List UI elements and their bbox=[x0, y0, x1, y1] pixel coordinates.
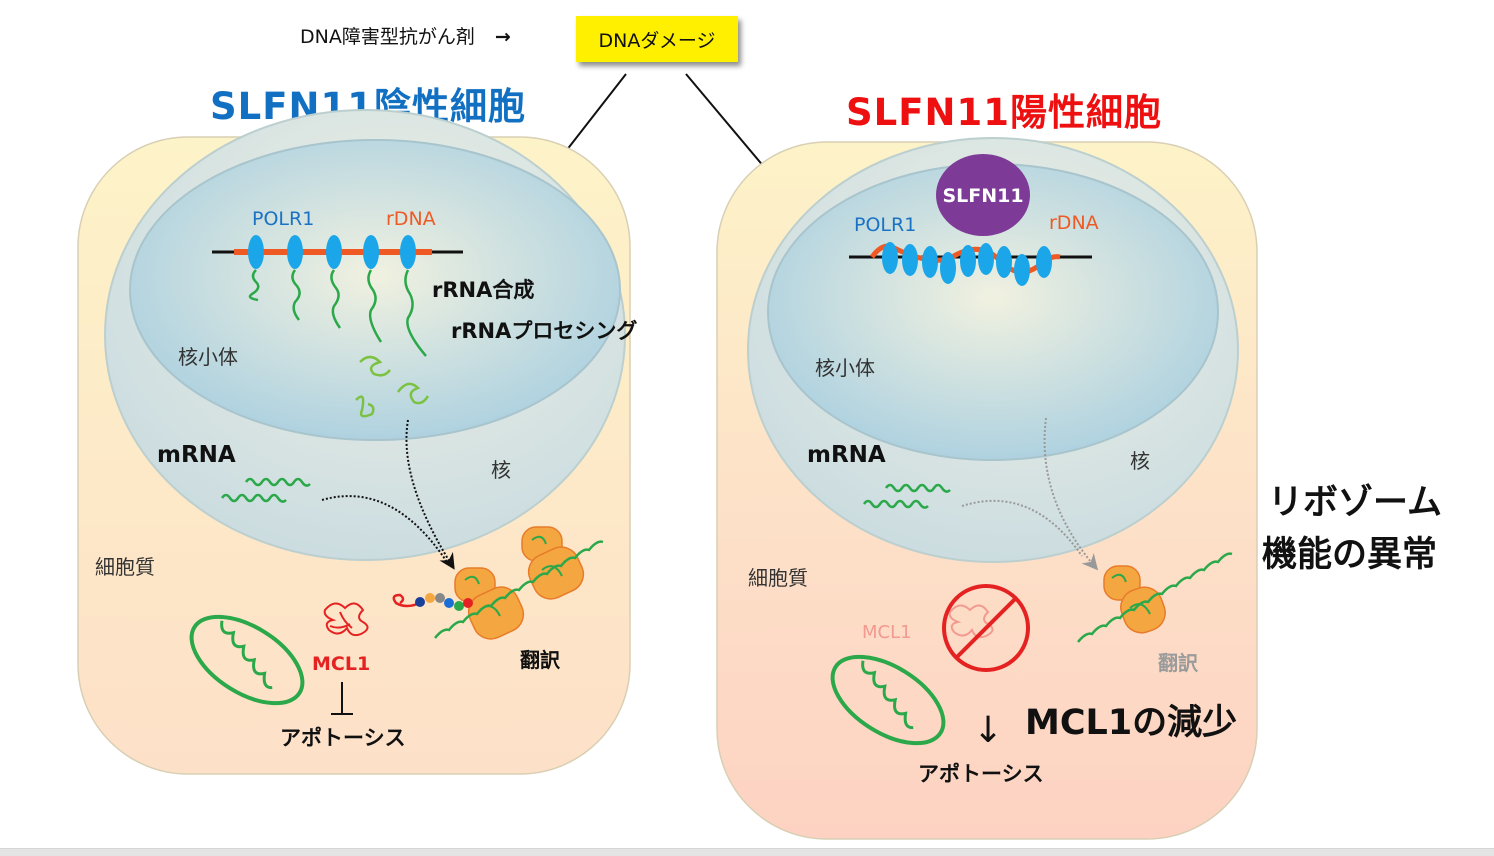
polymerase-icon bbox=[902, 244, 918, 276]
nucleus-label: 核 bbox=[1130, 449, 1150, 473]
amino-acid bbox=[415, 597, 425, 607]
polymerase-icon bbox=[882, 242, 898, 274]
rrna-strand bbox=[248, 269, 260, 302]
right-arrow-icon: → bbox=[494, 26, 511, 48]
mcl1-label: MCL1 bbox=[312, 653, 370, 675]
faded-mcl1-protein bbox=[948, 604, 994, 639]
cytoplasm-label: 細胞質 bbox=[748, 566, 808, 590]
rrna-strand bbox=[291, 269, 301, 321]
mrna-label: mRNA bbox=[157, 442, 236, 468]
ribosome-note-line2: 機能の異常 bbox=[1262, 535, 1438, 575]
mitochondrion-icon bbox=[830, 654, 946, 746]
drug-label: DNA障害型抗がん剤 → bbox=[300, 22, 511, 49]
rrna-fragment bbox=[355, 395, 375, 418]
polymerase-icon bbox=[1036, 246, 1052, 278]
mitochondrion-icon bbox=[189, 614, 305, 706]
rdna-label: rDNA bbox=[386, 208, 436, 230]
cytoplasm-label: 細胞質 bbox=[95, 555, 155, 579]
rrna-processing-label: rRNAプロセシング bbox=[451, 319, 637, 343]
amino-acid bbox=[444, 598, 454, 608]
rrna-fragment bbox=[359, 355, 391, 377]
ribosome-note-line1: リボゾーム bbox=[1268, 483, 1442, 523]
polymerase-icon bbox=[363, 235, 379, 269]
dna-damage-label: DNAダメージ bbox=[598, 29, 716, 52]
mcl1-protein-icon bbox=[323, 602, 369, 637]
nascent-peptide bbox=[392, 593, 473, 611]
mrna-strand bbox=[220, 493, 287, 503]
polymerase-icon bbox=[996, 246, 1012, 278]
rrna-synthesis-label: rRNA合成 bbox=[432, 278, 534, 302]
peptide-tail bbox=[392, 593, 421, 608]
rrna-strand bbox=[367, 269, 383, 343]
negative-cell bbox=[77, 109, 631, 775]
polymerase-icon bbox=[978, 243, 994, 275]
amino-acid bbox=[425, 593, 435, 603]
positive-polymerases bbox=[882, 242, 1052, 286]
nucleolus-label: 核小体 bbox=[178, 345, 238, 369]
bottom-divider bbox=[0, 848, 1494, 856]
arrow-to-positive-cell bbox=[685, 73, 778, 183]
stalled-mrna-export-arrow bbox=[961, 499, 1083, 557]
translation-label: 翻訳 bbox=[520, 648, 561, 672]
polymerase-icon bbox=[400, 235, 416, 269]
polymerase-icon bbox=[922, 246, 938, 278]
mrna-strand bbox=[244, 477, 311, 487]
rrna-strand bbox=[330, 269, 342, 329]
apoptosis-label: アポトーシス bbox=[918, 762, 1044, 786]
polymerase-icon bbox=[960, 245, 976, 277]
nucleolus-label: 核小体 bbox=[815, 356, 875, 380]
rdna-label: rDNA bbox=[1049, 212, 1099, 234]
slfn11-positive-title: SLFN11陽性細胞 bbox=[846, 91, 1162, 134]
rrna-fragment bbox=[396, 382, 430, 405]
translation-label-faded: 翻訳 bbox=[1158, 651, 1199, 675]
ribosome-large-subunit bbox=[527, 546, 585, 600]
no-mcl1-icon bbox=[942, 584, 1030, 672]
negative-mrna bbox=[220, 477, 311, 503]
negative-ribosomes bbox=[434, 526, 604, 640]
positive-mrna bbox=[862, 483, 951, 509]
decrease-arrow-icon: ↓ bbox=[973, 710, 1003, 751]
negative-nucleolus bbox=[129, 139, 621, 441]
amino-acid bbox=[463, 598, 473, 608]
slfn11-protein-label: SLFN11 bbox=[942, 185, 1023, 207]
ribosome-large-subunit bbox=[1120, 586, 1166, 634]
slfn11-protein bbox=[936, 154, 1030, 236]
prohibition-circle bbox=[942, 584, 1030, 672]
mrna-strand bbox=[862, 499, 929, 509]
amino-acid bbox=[435, 593, 445, 603]
amino-acid bbox=[454, 601, 464, 611]
polr1-label: POLR1 bbox=[854, 214, 916, 236]
drug-label-text: DNA障害型抗がん剤 bbox=[300, 26, 475, 48]
polymerase-icon bbox=[1014, 254, 1030, 286]
negative-polymerases bbox=[248, 235, 416, 269]
polymerase-icon bbox=[287, 235, 303, 269]
dna-damage-box: DNAダメージ bbox=[576, 16, 738, 62]
translated-mrna bbox=[434, 540, 604, 639]
translated-mrna bbox=[1077, 552, 1233, 643]
nucleus-label: 核 bbox=[491, 458, 511, 482]
mrna-label: mRNA bbox=[807, 442, 886, 468]
mrna-strand bbox=[884, 483, 951, 493]
polymerase-icon bbox=[940, 252, 956, 284]
mcl1-label-faded: MCL1 bbox=[862, 622, 912, 643]
positive-ribosome bbox=[1077, 552, 1233, 643]
polymerase-icon bbox=[248, 235, 264, 269]
negative-nascent-rrna bbox=[248, 269, 427, 357]
processed-rrna bbox=[355, 355, 430, 418]
prohibition-slash bbox=[954, 596, 1018, 660]
polr1-label: POLR1 bbox=[252, 208, 314, 230]
mrna-export-arrow bbox=[321, 495, 448, 563]
ribosome-large-subunit bbox=[467, 586, 525, 640]
positive-cell bbox=[716, 137, 1258, 840]
rrna-strand bbox=[404, 269, 427, 357]
polymerase-icon bbox=[326, 235, 342, 269]
mcl1-decrease-note: MCL1の減少 bbox=[1025, 703, 1238, 743]
apoptosis-label: アポトーシス bbox=[280, 726, 406, 750]
